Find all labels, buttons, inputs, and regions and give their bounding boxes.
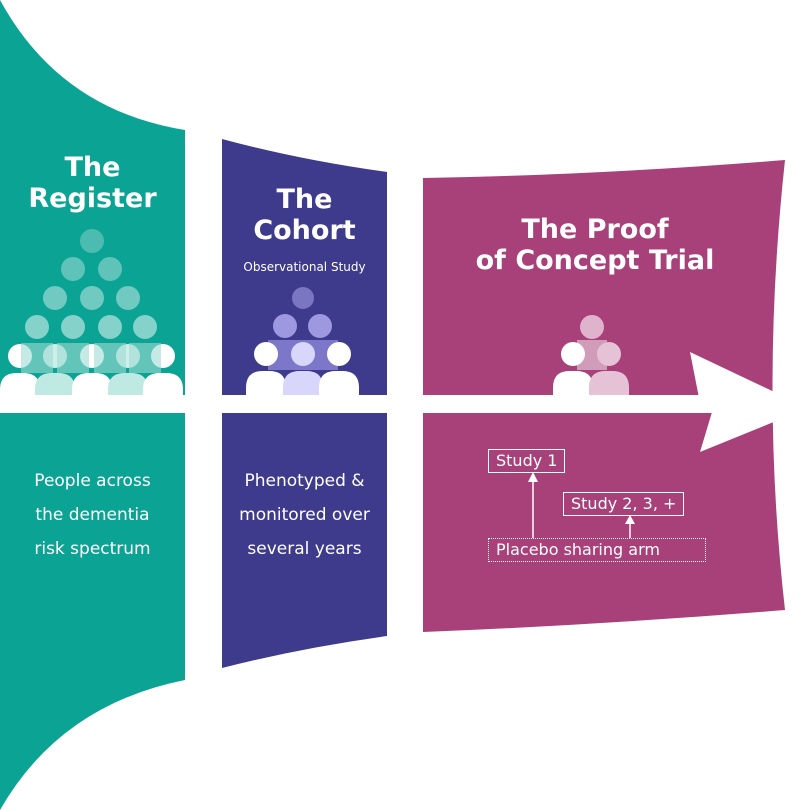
cohort-title: The Cohort: [222, 184, 387, 246]
cohort-description-line: Phenotyped &: [244, 471, 365, 491]
study1-box: Study 1: [488, 449, 566, 473]
register-person-head: [116, 286, 140, 310]
register-person-head: [80, 286, 104, 310]
cohort-person-body: [283, 371, 323, 395]
cohort-person-head: [273, 314, 297, 338]
register-person-head: [61, 257, 85, 281]
cohort-person-head: [254, 342, 278, 366]
register-person-head: [80, 229, 104, 253]
trial-person-head: [597, 342, 621, 366]
cohort-person-head: [292, 287, 314, 309]
study2-box: Study 2, 3, +: [563, 492, 685, 516]
register-person-head: [98, 315, 122, 339]
cohort-description-line: monitored over: [239, 505, 370, 525]
register-description: People across the dementia risk spectrum: [10, 464, 175, 566]
people-pyramid-icon: [0, 229, 183, 395]
register-person-body: [143, 373, 183, 395]
register-person-body: [72, 373, 112, 395]
register-person-body: [108, 373, 148, 395]
register-person-head: [98, 257, 122, 281]
cohort-title-line2: Cohort: [253, 215, 356, 246]
placebo-box: Placebo sharing arm: [488, 538, 706, 562]
cohort-person-head: [308, 314, 332, 338]
register-person-body: [94, 343, 126, 373]
register-person-head: [43, 286, 67, 310]
register-title-line1: The: [64, 152, 121, 183]
trial-person-body: [553, 371, 593, 400]
register-description-line: risk spectrum: [34, 539, 151, 559]
register-person-head: [61, 315, 85, 339]
trial-person-body: [589, 371, 629, 400]
cohort-person-head: [327, 342, 351, 366]
cohort-person-head: [291, 342, 315, 366]
register-description-line: the dementia: [35, 505, 150, 525]
people-group-icon: [553, 315, 629, 400]
cohort-title-line1: The: [276, 184, 333, 215]
register-person-head: [133, 315, 157, 339]
cohort-person-body: [319, 371, 359, 395]
register-title: The Register: [20, 152, 165, 214]
trial-title: The Proof of Concept Trial: [440, 214, 750, 276]
register-person-head: [25, 315, 49, 339]
register-person-body: [35, 373, 75, 395]
register-title-line2: Register: [28, 183, 157, 214]
people-group-icon: [246, 287, 359, 395]
cohort-person-body: [246, 371, 286, 395]
cohort-description: Phenotyped & monitored over several year…: [222, 464, 387, 566]
trial-person-head: [580, 315, 604, 339]
register-person-body: [57, 343, 89, 373]
trial-person-head: [561, 342, 585, 366]
trial-title-line1: The Proof: [521, 214, 669, 245]
register-person-body: [129, 343, 161, 373]
cohort-description-line: several years: [247, 539, 362, 559]
trial-title-line2: of Concept Trial: [475, 245, 715, 276]
register-description-line: People across: [34, 471, 151, 491]
connector-arrows: [528, 472, 635, 538]
cohort-subtitle: Observational Study: [243, 260, 366, 274]
register-person-body: [21, 343, 53, 373]
register-person-body: [0, 373, 40, 395]
arrow-right-icon: [423, 352, 808, 452]
